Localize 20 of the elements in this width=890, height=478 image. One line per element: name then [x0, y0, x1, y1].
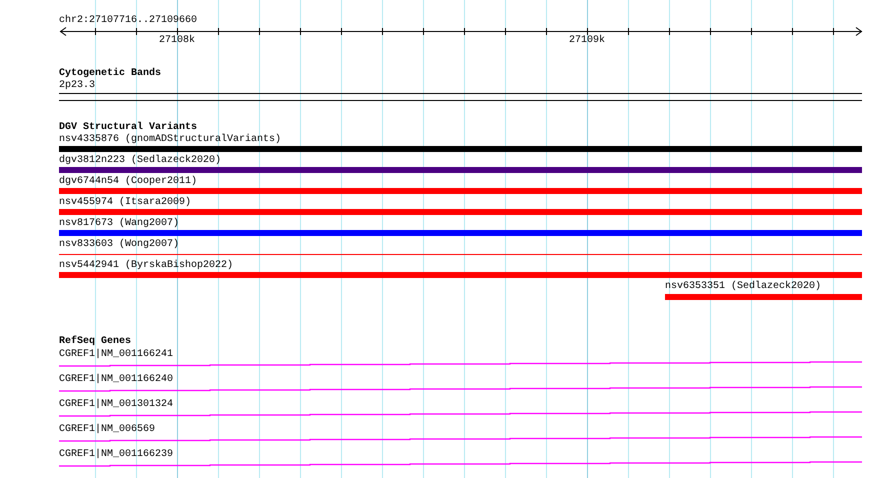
coordinate-label: chr2:27107716..27109660: [59, 15, 198, 27]
gene-label: CGREF1|NM_001166240: [59, 374, 174, 386]
variant-label: nsv817673 (Wang2007): [59, 218, 180, 230]
tick-label: 27108k: [159, 35, 196, 47]
variant-label: nsv5442941 (ByrskaBishop2022): [59, 260, 234, 272]
gene-label: CGREF1|NM_001166241: [59, 349, 174, 361]
variant-label: dgv3812n223 (Sedlazeck2020): [59, 155, 222, 167]
variant-label: nsv455974 (Itsara2009): [59, 197, 192, 209]
track-heading: RefSeq Genes: [59, 336, 132, 348]
variant-label: nsv6353351 (Sedlazeck2020): [665, 281, 822, 293]
variant-label: nsv833603 (Wong2007): [59, 239, 180, 251]
track-heading: Cytogenetic Bands: [59, 68, 162, 80]
gene-label: CGREF1|NM_001301324: [59, 399, 174, 411]
band-label: 2p23.3: [59, 80, 96, 92]
track-heading: DGV Structural Variants: [59, 122, 198, 134]
gene-label: CGREF1|NM_006569: [59, 424, 156, 436]
tick-label: 27109k: [569, 35, 606, 47]
variant-label: nsv4335876 (gnomADStructuralVariants): [59, 134, 282, 146]
variant-label: dgv6744n54 (Cooper2011): [59, 176, 198, 188]
gene-label: CGREF1|NM_001166239: [59, 449, 174, 461]
